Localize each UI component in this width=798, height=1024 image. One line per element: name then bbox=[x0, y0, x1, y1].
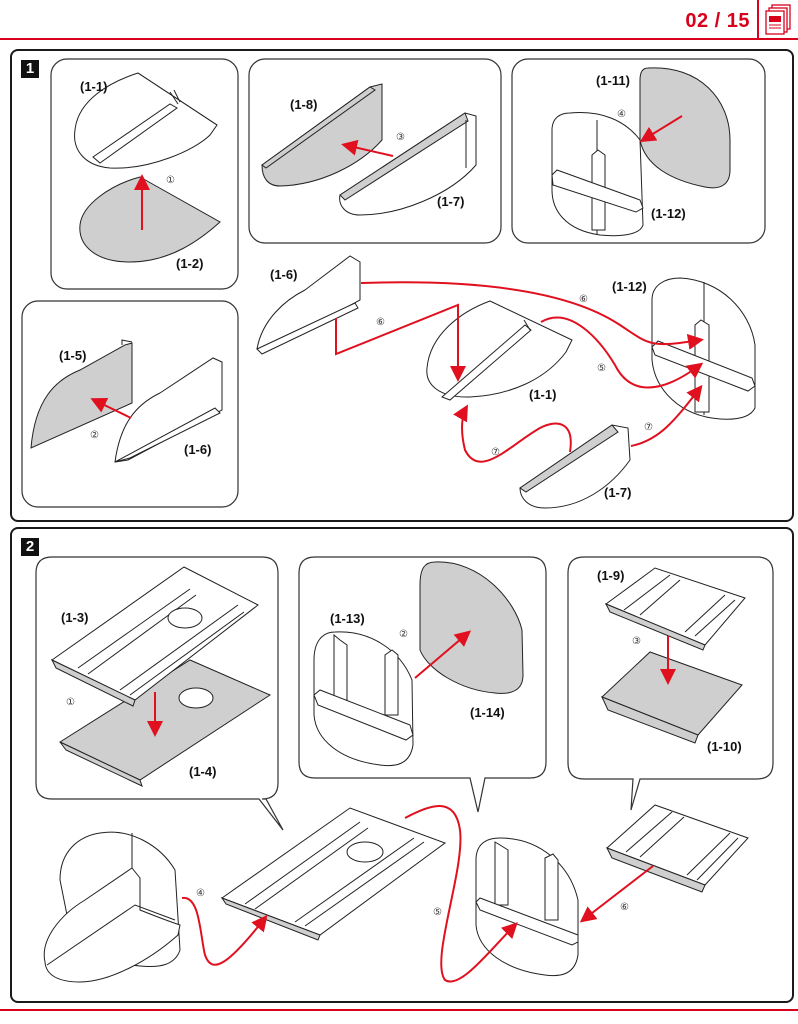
part-label: (1-10) bbox=[707, 739, 742, 754]
arrow bbox=[579, 865, 654, 923]
arrow bbox=[181, 896, 268, 966]
header-divider bbox=[757, 0, 759, 40]
step-number: ⑦ bbox=[491, 447, 500, 458]
section-2-assembly: ④ ⑤ ⑥ bbox=[43, 804, 749, 983]
step-number: ⑤ bbox=[597, 363, 606, 374]
step-number: ⑤ bbox=[433, 907, 442, 918]
arrow bbox=[414, 630, 472, 679]
arrow bbox=[341, 139, 394, 157]
part-label: (1-7) bbox=[604, 485, 631, 500]
step-number: ⑦ bbox=[644, 422, 653, 433]
step-number: ④ bbox=[617, 109, 626, 120]
step-number: ② bbox=[399, 629, 408, 640]
part-label: (1-13) bbox=[330, 611, 365, 626]
panel-1-5-1-6: (1-5) (1-6) ② bbox=[21, 300, 239, 508]
step-number: ① bbox=[166, 175, 175, 186]
part-1-3 bbox=[50, 566, 259, 707]
panel-1-9-1-10: (1-9) (1-10) ③ bbox=[567, 556, 774, 811]
header-rule bbox=[0, 38, 798, 40]
step-number: ① bbox=[66, 697, 75, 708]
part-1-1 bbox=[426, 300, 573, 401]
panel-1-11-1-12: (1-11) (1-12) ④ bbox=[511, 58, 766, 244]
part-label: (1-12) bbox=[612, 279, 647, 294]
part-1-1 bbox=[74, 72, 218, 169]
part-label: (1-11) bbox=[596, 73, 630, 88]
arrow bbox=[639, 115, 683, 143]
section-number-badge: 2 bbox=[21, 538, 39, 556]
part-label: (1-1) bbox=[529, 387, 556, 402]
part-label: (1-3) bbox=[61, 610, 88, 625]
part-1-7 bbox=[519, 424, 631, 509]
part-1-13 bbox=[313, 631, 414, 767]
arrow bbox=[404, 805, 518, 983]
part-label: (1-2) bbox=[176, 256, 203, 271]
part-1-3 bbox=[220, 807, 447, 941]
step-number: ③ bbox=[396, 132, 405, 143]
panel-1-13-1-14: (1-13) (1-14) ② bbox=[298, 556, 547, 813]
part-1-2 bbox=[79, 176, 221, 263]
document-pages-icon[interactable] bbox=[764, 3, 794, 35]
footer-rule bbox=[0, 1009, 798, 1011]
panel-1-1-1-2: (1-1) (1-2) ① bbox=[50, 58, 239, 290]
section-1-assembly: (1-6) (1-1) (1-12) (1-7) ⑥ ⑥ ⑤ ⑦ ⑦ bbox=[256, 255, 756, 509]
part-label: (1-9) bbox=[597, 568, 624, 583]
step-number: ⑥ bbox=[620, 902, 629, 913]
arrow bbox=[453, 404, 572, 463]
panel-1-3-1-4: (1-3) (1-4) ① bbox=[35, 556, 284, 831]
part-label: (1-7) bbox=[437, 194, 464, 209]
part-1-8 bbox=[261, 83, 383, 187]
part-1-10 bbox=[601, 651, 743, 744]
part-1-9 bbox=[605, 804, 749, 893]
arrow bbox=[90, 398, 132, 419]
step-number: ③ bbox=[632, 636, 641, 647]
assembled-hull-part bbox=[43, 831, 181, 983]
part-1-14 bbox=[419, 561, 524, 694]
arrow bbox=[540, 316, 704, 389]
part-label: (1-1) bbox=[80, 79, 107, 94]
part-1-6 bbox=[114, 357, 223, 463]
step-number: ⑥ bbox=[376, 317, 385, 328]
part-1-11 bbox=[639, 67, 731, 189]
page-indicator: 02 / 15 bbox=[685, 10, 750, 32]
part-label: (1-6) bbox=[184, 442, 211, 457]
part-label: (1-14) bbox=[470, 705, 505, 720]
part-1-12 bbox=[651, 277, 756, 420]
arrow bbox=[630, 384, 703, 447]
part-1-5 bbox=[30, 339, 133, 449]
part-1-7 bbox=[339, 112, 477, 216]
panel-1-8-1-7: (1-8) (1-7) ③ bbox=[248, 58, 502, 244]
part-1-13 bbox=[475, 837, 579, 977]
step-number: ② bbox=[90, 430, 99, 441]
part-label: (1-12) bbox=[651, 206, 686, 221]
part-label: (1-5) bbox=[59, 348, 86, 363]
part-label: (1-6) bbox=[270, 267, 297, 282]
part-label: (1-4) bbox=[189, 764, 216, 779]
part-1-6 bbox=[256, 255, 361, 355]
section-number-badge: 1 bbox=[21, 60, 39, 78]
arrow bbox=[335, 303, 466, 382]
part-1-9 bbox=[604, 567, 746, 651]
arrow bbox=[360, 281, 704, 350]
step-number: ④ bbox=[196, 888, 205, 899]
step-number: ⑥ bbox=[579, 294, 588, 305]
part-label: (1-8) bbox=[290, 97, 317, 112]
part-1-12 bbox=[551, 111, 644, 237]
